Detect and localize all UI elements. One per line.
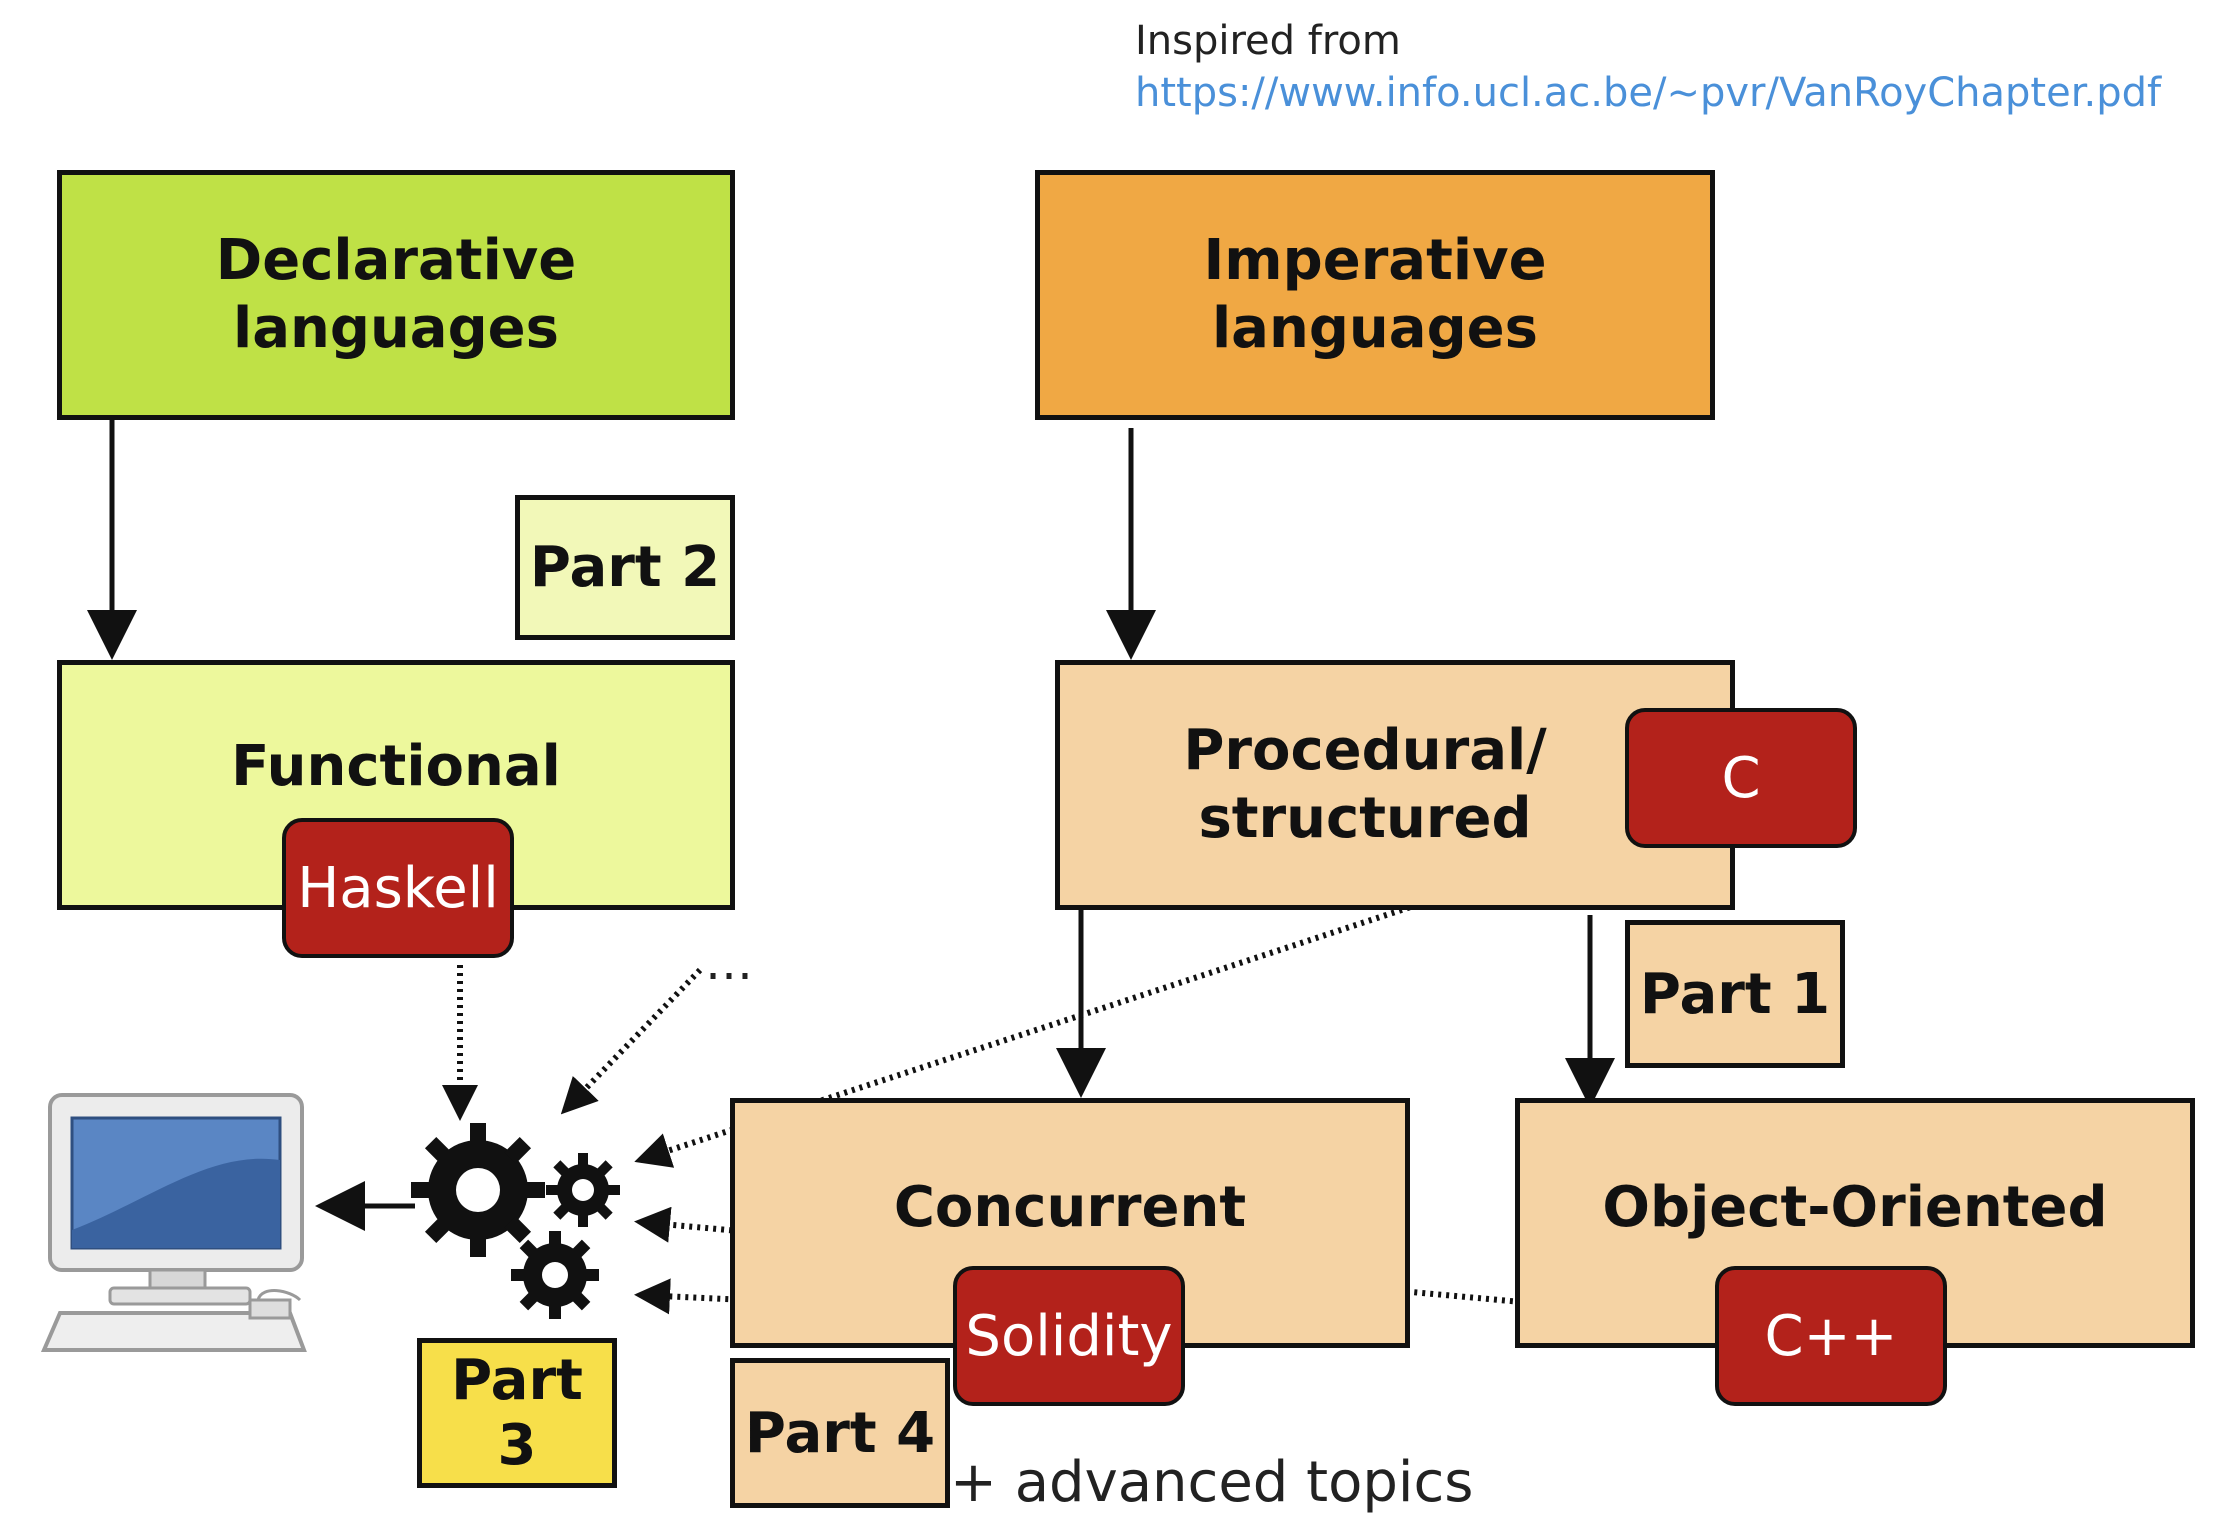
part-2-box: Part 2 bbox=[515, 495, 735, 640]
procedural-structured-box: Procedural/ structured bbox=[1055, 660, 1735, 910]
procedural-structured-label: Procedural/ structured bbox=[1183, 717, 1547, 851]
concurrent-box: Concurrent bbox=[730, 1098, 1410, 1348]
c-label: C bbox=[1721, 745, 1761, 811]
part-3-box: Part 3 bbox=[417, 1338, 617, 1488]
credit-link[interactable]: https://www.info.ucl.ac.be/~pvr/VanRoyCh… bbox=[1135, 70, 2162, 116]
cpp-label: C++ bbox=[1764, 1303, 1898, 1369]
advanced-topics-text: + advanced topics bbox=[950, 1450, 1474, 1515]
part-1-box: Part 1 bbox=[1625, 920, 1845, 1068]
ellipsis-text: … bbox=[705, 935, 753, 991]
functional-label: Functional bbox=[231, 733, 561, 799]
part-2-label: Part 2 bbox=[529, 535, 721, 600]
concurrent-label: Concurrent bbox=[893, 1174, 1247, 1240]
dotted-arrow-ellipsis bbox=[560, 967, 703, 1115]
object-oriented-label: Object-Oriented bbox=[1602, 1174, 2108, 1240]
imperative-languages-label: Imperative languages bbox=[1203, 227, 1547, 361]
computer-icon bbox=[40, 1093, 307, 1352]
gears-icon bbox=[411, 1123, 620, 1319]
haskell-badge: Haskell bbox=[282, 818, 514, 958]
dotted-arrow-c bbox=[634, 832, 1631, 1168]
solidity-badge: Solidity bbox=[953, 1266, 1185, 1406]
imperative-languages-box: Imperative languages bbox=[1035, 170, 1715, 420]
part-4-box: Part 4 bbox=[730, 1358, 950, 1508]
declarative-languages-label: Declarative languages bbox=[215, 227, 577, 361]
haskell-label: Haskell bbox=[297, 855, 499, 921]
declarative-languages-box: Declarative languages bbox=[57, 170, 735, 420]
part-3-label: Part 3 bbox=[451, 1348, 583, 1478]
cpp-badge: C++ bbox=[1715, 1266, 1947, 1406]
functional-box: Functional bbox=[57, 660, 735, 910]
part-1-label: Part 1 bbox=[1639, 961, 1831, 1027]
solidity-label: Solidity bbox=[965, 1303, 1173, 1369]
c-badge: C bbox=[1625, 708, 1857, 848]
part-4-label: Part 4 bbox=[744, 1400, 936, 1466]
credit-text: Inspired from bbox=[1135, 18, 1401, 64]
object-oriented-box: Object-Oriented bbox=[1515, 1098, 2195, 1348]
